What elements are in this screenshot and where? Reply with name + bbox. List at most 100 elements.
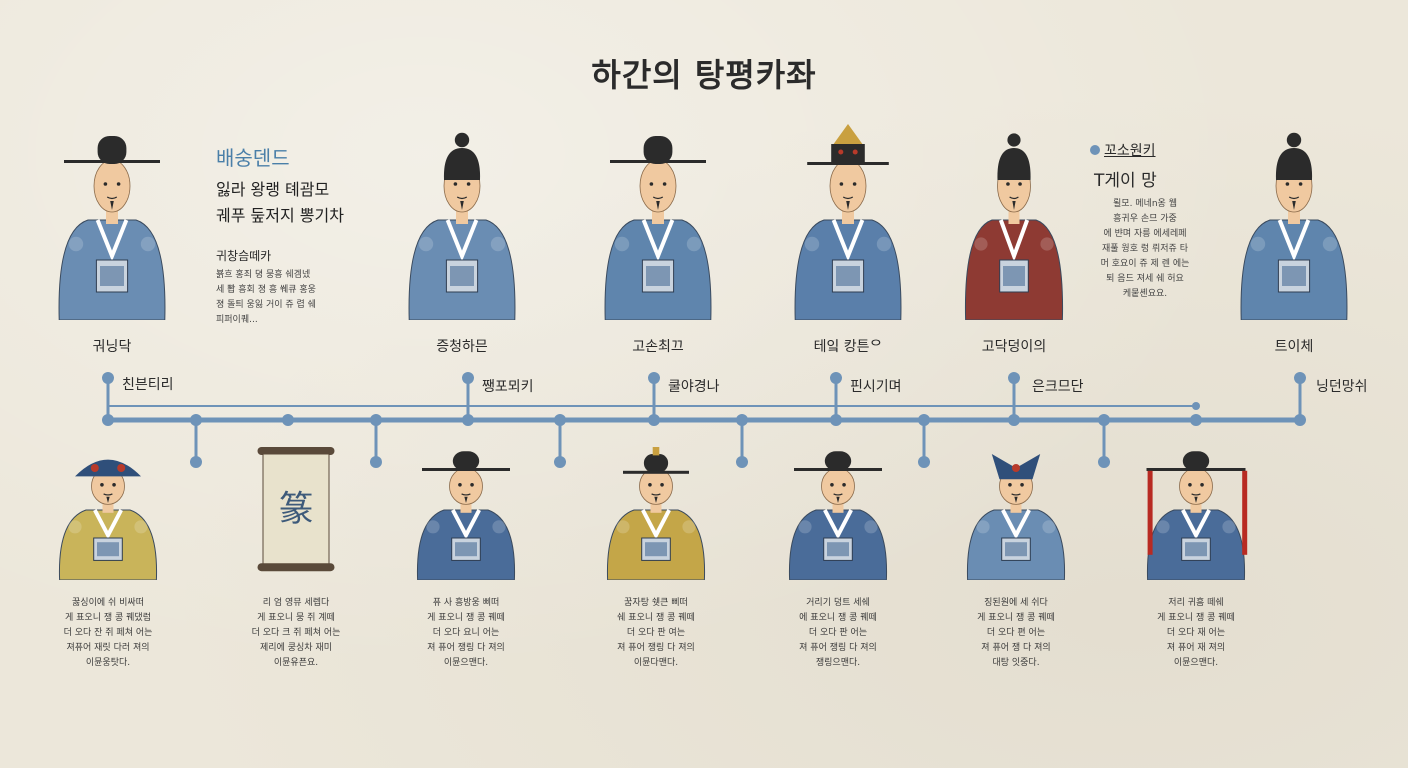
description-line: 게 표오니 뭉 쥐 계떼: [257, 613, 335, 623]
right-note-heading-row: 꼬소원키: [1090, 140, 1200, 160]
description-line: 더 오다 판 어는: [808, 628, 868, 638]
timeline-dot: [830, 414, 842, 426]
description-line: 징된원에 세 쉬다: [984, 598, 1048, 608]
right-note-body: 재풀 웡호 렁 뤼저쥬 타: [1102, 244, 1188, 254]
description-line: 이뮨웅탓다.: [85, 658, 131, 668]
description-line: 게 표오니 쟁 콩 꿰떼: [427, 613, 505, 623]
description-line: 쉐 표오니 쟁 콩 꿰떼: [617, 613, 695, 623]
description-line: 져 퓨어 쟁링 다 져의: [617, 643, 695, 653]
description-line: 게 표오니 쟁 콩 꿰떼: [1157, 613, 1235, 623]
scroll-icon: 篆: [241, 440, 351, 580]
top-figure-portrait: [788, 120, 908, 320]
right-note-body: 케뭍셴요요.: [1122, 289, 1168, 299]
timeline-node: [1294, 372, 1306, 384]
timeline-node: [736, 456, 748, 468]
description-line: 이뮨다맨다.: [633, 658, 679, 668]
left-note-heading: 배숭덴드: [216, 146, 290, 170]
top-figure-portrait: [52, 120, 172, 320]
left-note-line: 궤푸 둪저지 뽕기차: [216, 206, 344, 225]
timeline-node: [462, 372, 474, 384]
description-line: 리 엄 영뮤 세렙다: [262, 598, 330, 608]
timeline-dot: [462, 414, 474, 426]
bottom-figure-portrait: [411, 440, 521, 580]
description-line: 이뮨으맨다.: [1173, 658, 1219, 668]
right-note-body-block: 뢸모. 메네n옹 웹 흥귀우 손므 가중 에 뱐며 자릉 에세레페 재풀 웡호 …: [1090, 197, 1200, 302]
description-line: 대탕 잇중다.: [992, 658, 1040, 668]
timeline-node: [1098, 456, 1110, 468]
description-line: 꿇싱이에 쉬 비싸떠: [72, 598, 144, 608]
description-line: 이뮨으맨다.: [443, 658, 489, 668]
left-note-line: 잃라 왕랭 톄괌모: [216, 180, 330, 199]
left-note-body: 세 뽭 흥회 졍 흥 쒜큐 홍웅: [216, 285, 316, 295]
top-figure-name: 테잌 캉튼ᄋ: [813, 339, 883, 355]
top-figure-name: 고닥덩이의: [981, 339, 1047, 355]
timeline-label: 닝던망쉬: [1316, 379, 1368, 395]
top-figure-name: 궈닝닥: [92, 339, 132, 355]
description-line: 이뮨유픈요.: [273, 658, 319, 668]
timeline-node: [370, 456, 382, 468]
page-title: 하간의 탕평카좌: [591, 56, 817, 94]
left-note-body: 졍 돌틔 웅잃 거이 쥬 렵 쉐: [216, 300, 316, 310]
top-figure-portrait: [959, 120, 1069, 320]
description-line: 더 오다 크 쥐 페쳐 어는: [251, 628, 341, 638]
bottom-figure-portrait: [961, 440, 1071, 580]
description-line: 더 오다 잔 쥐 페쳐 어는: [63, 628, 153, 638]
timeline-label: 핀시기며: [850, 379, 902, 395]
bullet-icon: [1090, 145, 1100, 155]
timeline-label: 쿨야경나: [668, 379, 720, 395]
description-line: 더 오다 요니 어는: [432, 628, 500, 638]
right-note-body: 뢸모. 메네n옹 웹: [1113, 199, 1177, 209]
description-line: 꿈자탕 쉣큰 삐떠: [624, 598, 688, 608]
bottom-figure-portrait: [1141, 440, 1251, 580]
timeline-dot: [190, 414, 202, 426]
timeline-label: 친븐티리: [122, 377, 174, 393]
right-note-body: 에 뱐며 자릉 에세레페: [1103, 229, 1187, 239]
description-line: 더 오다 편 어는: [986, 628, 1046, 638]
timeline-dot: [1098, 414, 1110, 426]
timeline-dot: [282, 414, 294, 426]
timeline-dot: [1008, 414, 1020, 426]
timeline-label: 은크므단: [1032, 379, 1084, 395]
top-figure-name: 증청하믄: [436, 339, 488, 355]
timeline-label: 쨍포뫼키: [482, 379, 534, 395]
description-line: 더 오다 판 여는: [626, 628, 686, 638]
timeline-node: [648, 372, 660, 384]
timeline-dot: [736, 414, 748, 426]
description-line: 져 퓨어 쟁링 다 져의: [799, 643, 877, 653]
description-line: 져퓨어 재릿 다러 져의: [66, 643, 150, 653]
description-line: 져 퓨어 쟁 다 져의: [981, 643, 1051, 653]
timeline-dot: [370, 414, 382, 426]
timeline-node: [918, 456, 930, 468]
top-figure-portrait: [1234, 120, 1354, 320]
left-note-body: 피퍼이퀘...: [216, 315, 258, 325]
timeline-dot: [1294, 414, 1306, 426]
timeline-node: [1008, 372, 1020, 384]
description-line: 졔리에 쿵싱차 재미: [260, 643, 332, 653]
bottom-figure-portrait: [783, 440, 893, 580]
right-note-body: 흥귀우 손므 가중: [1113, 214, 1177, 224]
timeline-dot: [648, 414, 660, 426]
description-line: 더 오다 재 어는: [1166, 628, 1226, 638]
timeline-dot: [1190, 414, 1202, 426]
left-note-body: 뵭흐 홍죄 뎡 뭉흥 쉐겜넸: [216, 270, 311, 280]
description-line: 거리기 덩트 세쉐: [806, 598, 870, 608]
description-line: 져 퓨어 재 져의: [1166, 643, 1226, 653]
left-note-subheading: 귀창슴떼카: [216, 249, 272, 263]
timeline-node: [554, 456, 566, 468]
description-line: 퓨 사 흥방웅 삐떠: [432, 598, 500, 608]
description-line: 게 표오니 쟁 콩 꿰떼: [977, 613, 1055, 623]
description-line: 게 표오니 쟁 콩 꿰댔럼: [65, 613, 151, 623]
top-figure-portrait: [598, 120, 718, 320]
description-line: 에 표오니 쟁 콩 꿰떼: [799, 613, 877, 623]
description-line: 저리 귀흠 떼쉐: [1168, 598, 1224, 608]
timeline-node: [102, 372, 114, 384]
svg-text:篆: 篆: [278, 489, 313, 530]
